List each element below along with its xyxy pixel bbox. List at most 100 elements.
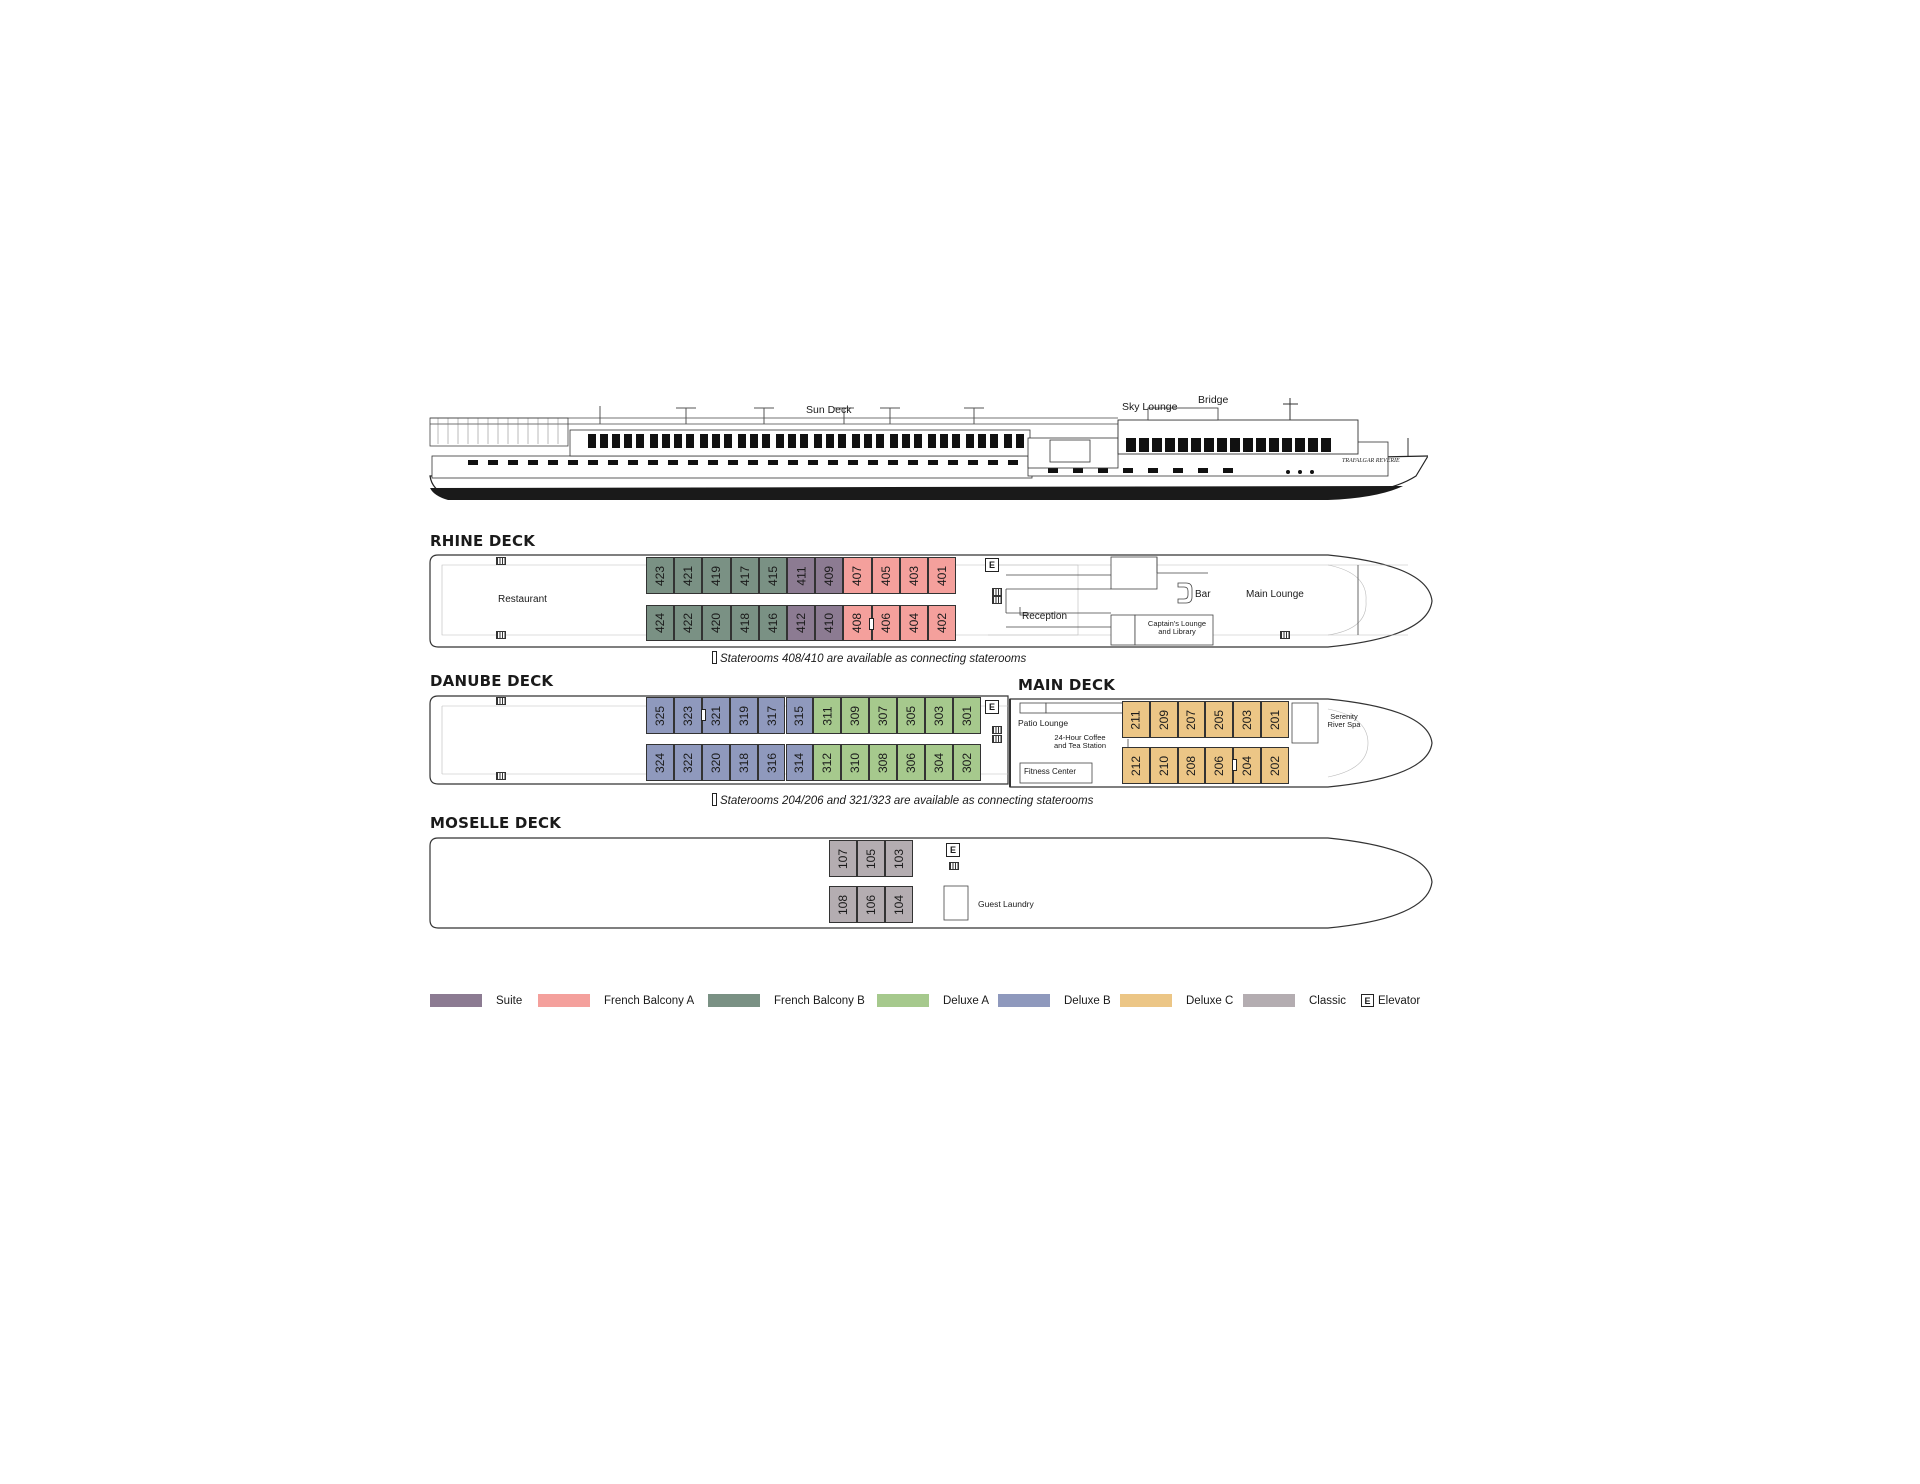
cabin-number: 302 bbox=[959, 752, 974, 773]
cabin-324[interactable]: 324 bbox=[646, 744, 674, 781]
cabin-411[interactable]: 411 bbox=[787, 557, 816, 594]
cabin-415[interactable]: 415 bbox=[758, 557, 787, 594]
cabin-417[interactable]: 417 bbox=[730, 557, 759, 594]
cabin-310[interactable]: 310 bbox=[841, 744, 870, 781]
legend-swatch bbox=[1243, 994, 1295, 1007]
legend-label: Deluxe A bbox=[943, 994, 990, 1007]
restaurant-label: Restaurant bbox=[498, 594, 547, 605]
cabin-407[interactable]: 407 bbox=[843, 557, 872, 594]
cabin-308[interactable]: 308 bbox=[869, 744, 898, 781]
cabin-401[interactable]: 401 bbox=[928, 557, 957, 594]
legend-swatch bbox=[998, 994, 1050, 1007]
cabin-number: 324 bbox=[652, 752, 667, 773]
cabin-424[interactable]: 424 bbox=[646, 605, 675, 641]
cabin-203[interactable]: 203 bbox=[1233, 701, 1261, 738]
cabin-409[interactable]: 409 bbox=[815, 557, 844, 594]
cabin-320[interactable]: 320 bbox=[701, 744, 730, 781]
cabin-206[interactable]: 206 bbox=[1205, 747, 1234, 784]
cabin-103[interactable]: 103 bbox=[885, 840, 913, 877]
cabin-number: 105 bbox=[864, 848, 878, 869]
cabin-317[interactable]: 317 bbox=[757, 697, 786, 734]
cabin-412[interactable]: 412 bbox=[787, 605, 816, 641]
cabin-404[interactable]: 404 bbox=[899, 605, 928, 641]
cabin-316[interactable]: 316 bbox=[757, 744, 786, 781]
cabin-104[interactable]: 104 bbox=[885, 886, 913, 923]
cabin-108[interactable]: 108 bbox=[829, 886, 857, 923]
cabin-314[interactable]: 314 bbox=[785, 744, 814, 781]
cabin-325[interactable]: 325 bbox=[646, 697, 674, 734]
cabin-106[interactable]: 106 bbox=[857, 886, 885, 923]
main-deck-title: MAIN DECK bbox=[1018, 676, 1116, 694]
cabin-207[interactable]: 207 bbox=[1177, 701, 1206, 738]
legend-label: Deluxe B bbox=[1064, 994, 1111, 1007]
cabin-410[interactable]: 410 bbox=[815, 605, 844, 641]
cabin-211[interactable]: 211 bbox=[1122, 701, 1150, 738]
cabin-423[interactable]: 423 bbox=[646, 557, 675, 594]
cabin-number: 419 bbox=[709, 565, 724, 586]
cabin-406[interactable]: 406 bbox=[871, 605, 900, 641]
danube-connecting-note: Staterooms 204/206 and 321/323 are avail… bbox=[712, 793, 1093, 807]
legend-item: Suite bbox=[430, 994, 522, 1007]
cabin-212[interactable]: 212 bbox=[1122, 747, 1150, 784]
cabin-209[interactable]: 209 bbox=[1149, 701, 1178, 738]
cabin-number: 303 bbox=[931, 705, 946, 726]
cabin-number: 412 bbox=[794, 612, 809, 634]
cabin-303[interactable]: 303 bbox=[925, 697, 953, 734]
legend-label: Elevator bbox=[1378, 994, 1421, 1007]
cabin-318[interactable]: 318 bbox=[729, 744, 758, 781]
cabin-309[interactable]: 309 bbox=[841, 697, 870, 734]
cabin-202[interactable]: 202 bbox=[1261, 747, 1289, 784]
stairs-icon bbox=[992, 596, 1002, 604]
cabin-204[interactable]: 204 bbox=[1233, 747, 1261, 784]
cabin-number: 202 bbox=[1267, 755, 1282, 776]
cabin-105[interactable]: 105 bbox=[857, 840, 885, 877]
ship-profile-drawing bbox=[429, 398, 1430, 500]
cabin-number: 406 bbox=[878, 612, 893, 634]
cabin-number: 205 bbox=[1212, 709, 1227, 730]
cabin-306[interactable]: 306 bbox=[897, 744, 925, 781]
cabin-304[interactable]: 304 bbox=[925, 744, 953, 781]
cabin-number: 209 bbox=[1156, 709, 1171, 730]
cabin-107[interactable]: 107 bbox=[829, 840, 857, 877]
guest-laundry-label: Guest Laundry bbox=[978, 899, 1034, 909]
cabin-208[interactable]: 208 bbox=[1177, 747, 1206, 784]
cabin-402[interactable]: 402 bbox=[928, 605, 957, 641]
cabin-421[interactable]: 421 bbox=[674, 557, 703, 594]
stairs-icon bbox=[496, 772, 506, 780]
cabin-311[interactable]: 311 bbox=[813, 697, 842, 734]
cabin-416[interactable]: 416 bbox=[758, 605, 787, 641]
cabin-number: 309 bbox=[848, 705, 863, 726]
cabin-403[interactable]: 403 bbox=[899, 557, 928, 594]
stairs-icon bbox=[496, 631, 506, 639]
cabin-312[interactable]: 312 bbox=[813, 744, 842, 781]
cabin-405[interactable]: 405 bbox=[871, 557, 900, 594]
legend-swatch bbox=[708, 994, 760, 1007]
cabin-307[interactable]: 307 bbox=[869, 697, 898, 734]
stairs-icon bbox=[496, 697, 506, 705]
cabin-419[interactable]: 419 bbox=[702, 557, 731, 594]
cabin-number: 317 bbox=[764, 705, 779, 726]
cabin-422[interactable]: 422 bbox=[674, 605, 703, 641]
legend-label: Classic bbox=[1309, 994, 1347, 1007]
cabin-418[interactable]: 418 bbox=[730, 605, 759, 641]
cabin-305[interactable]: 305 bbox=[897, 697, 925, 734]
cabin-319[interactable]: 319 bbox=[729, 697, 758, 734]
cabin-210[interactable]: 210 bbox=[1149, 747, 1178, 784]
cabin-201[interactable]: 201 bbox=[1261, 701, 1289, 738]
cabin-number: 405 bbox=[878, 565, 893, 586]
cabin-408[interactable]: 408 bbox=[843, 605, 872, 641]
cabin-number: 323 bbox=[680, 705, 695, 726]
cabin-323[interactable]: 323 bbox=[673, 697, 702, 734]
legend-item: Deluxe A bbox=[877, 994, 989, 1007]
cabin-322[interactable]: 322 bbox=[673, 744, 702, 781]
cabin-205[interactable]: 205 bbox=[1205, 701, 1234, 738]
cabin-315[interactable]: 315 bbox=[785, 697, 814, 734]
cabin-number: 104 bbox=[892, 894, 906, 915]
cabin-number: 420 bbox=[709, 612, 724, 634]
rhine-connecting-note: Staterooms 408/410 are available as conn… bbox=[712, 651, 1026, 665]
cabin-number: 306 bbox=[904, 752, 919, 773]
cabin-301[interactable]: 301 bbox=[952, 697, 981, 734]
cabin-420[interactable]: 420 bbox=[702, 605, 731, 641]
cabin-302[interactable]: 302 bbox=[952, 744, 981, 781]
